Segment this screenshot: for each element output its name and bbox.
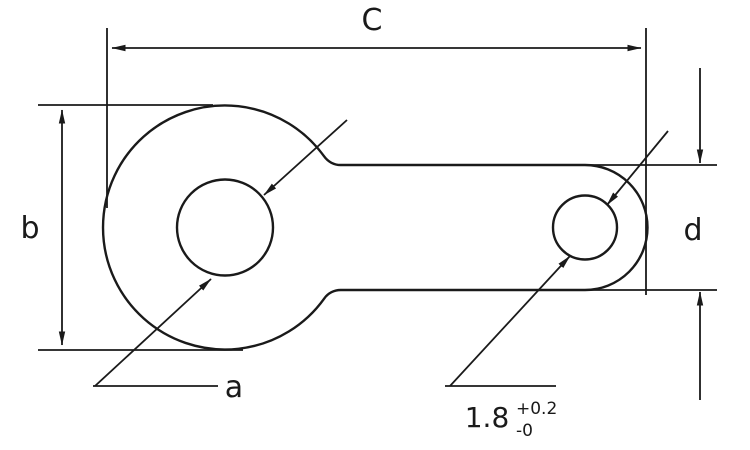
leader-value-diagonal bbox=[449, 255, 571, 387]
label-tolerance-upper: +0.2 bbox=[516, 399, 557, 419]
right-small-hole bbox=[551, 194, 619, 261]
label-tolerance-lower: -0 bbox=[516, 421, 533, 441]
label-d: d bbox=[683, 213, 702, 248]
left-large-hole bbox=[175, 178, 275, 277]
leader-a-diagonal bbox=[94, 278, 212, 387]
label-hole-value: 1.8 bbox=[465, 401, 510, 434]
label-a: a bbox=[225, 370, 243, 405]
label-c: C bbox=[362, 3, 383, 38]
leader-small-hole-arrow bbox=[606, 130, 669, 206]
part-outline bbox=[101, 104, 649, 351]
leader-large-hole-arrow bbox=[263, 119, 348, 196]
label-b: b bbox=[20, 211, 39, 246]
